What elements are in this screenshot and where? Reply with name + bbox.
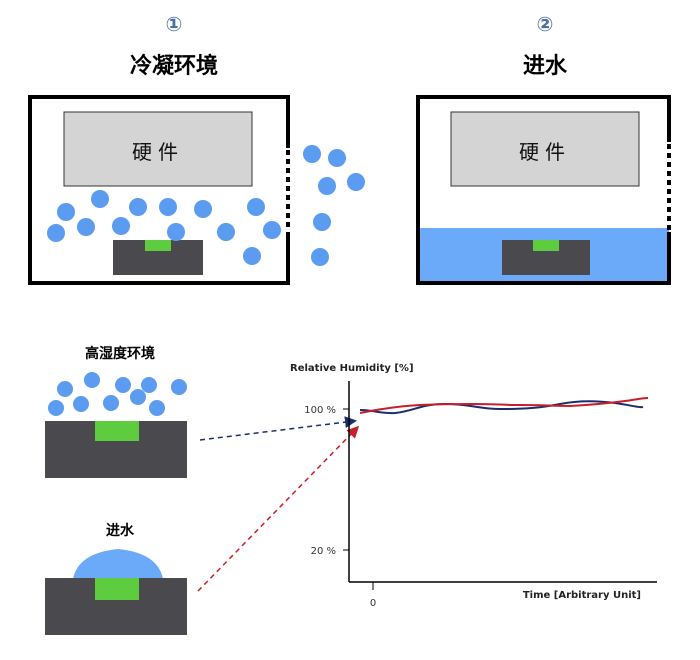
panel1-hardware-label: 硬件 <box>132 140 184 164</box>
enclosure-frame <box>416 95 671 285</box>
series-water-line <box>359 397 649 414</box>
chart-ylabel: Relative Humidity [%] <box>290 363 414 374</box>
water-dome <box>73 549 163 579</box>
panel1-title: 冷凝环境 <box>129 54 218 79</box>
panel2-number: ② <box>536 12 554 36</box>
panel1-hardware-box <box>63 111 253 187</box>
humid-arrow <box>199 416 357 441</box>
panel1-number: ① <box>165 12 183 36</box>
enclosure-frame <box>28 95 290 285</box>
humid-droplets <box>48 372 187 416</box>
chart-xlabel: Time [Arbitrary Unit] <box>523 590 641 601</box>
panel2-hardware-label: 硬件 <box>519 140 571 164</box>
water-device-sensor <box>95 578 139 600</box>
ytick-label-100: 100 % <box>304 405 336 416</box>
water-ingress-label: 进水 <box>106 523 134 539</box>
xtick-label-0: 0 <box>370 598 376 609</box>
panel2-hardware-box <box>450 111 640 187</box>
panel2-title: 进水 <box>522 54 567 79</box>
panel2-sensor <box>533 240 559 251</box>
water-device-group <box>45 549 187 635</box>
water-arrow <box>197 425 360 592</box>
panel1-droplets <box>47 145 365 266</box>
humid-device-group <box>45 372 187 478</box>
panel1-sensor <box>145 240 171 251</box>
high-humidity-label: 高湿度环境 <box>85 346 155 362</box>
panel2-enclosure <box>416 95 671 285</box>
panel1-enclosure <box>28 95 365 285</box>
humid-device-sensor <box>95 421 139 441</box>
chart: Relative Humidity [%] 100 % 20 % 0 Time … <box>290 363 657 609</box>
ytick-label-20: 20 % <box>311 546 336 557</box>
